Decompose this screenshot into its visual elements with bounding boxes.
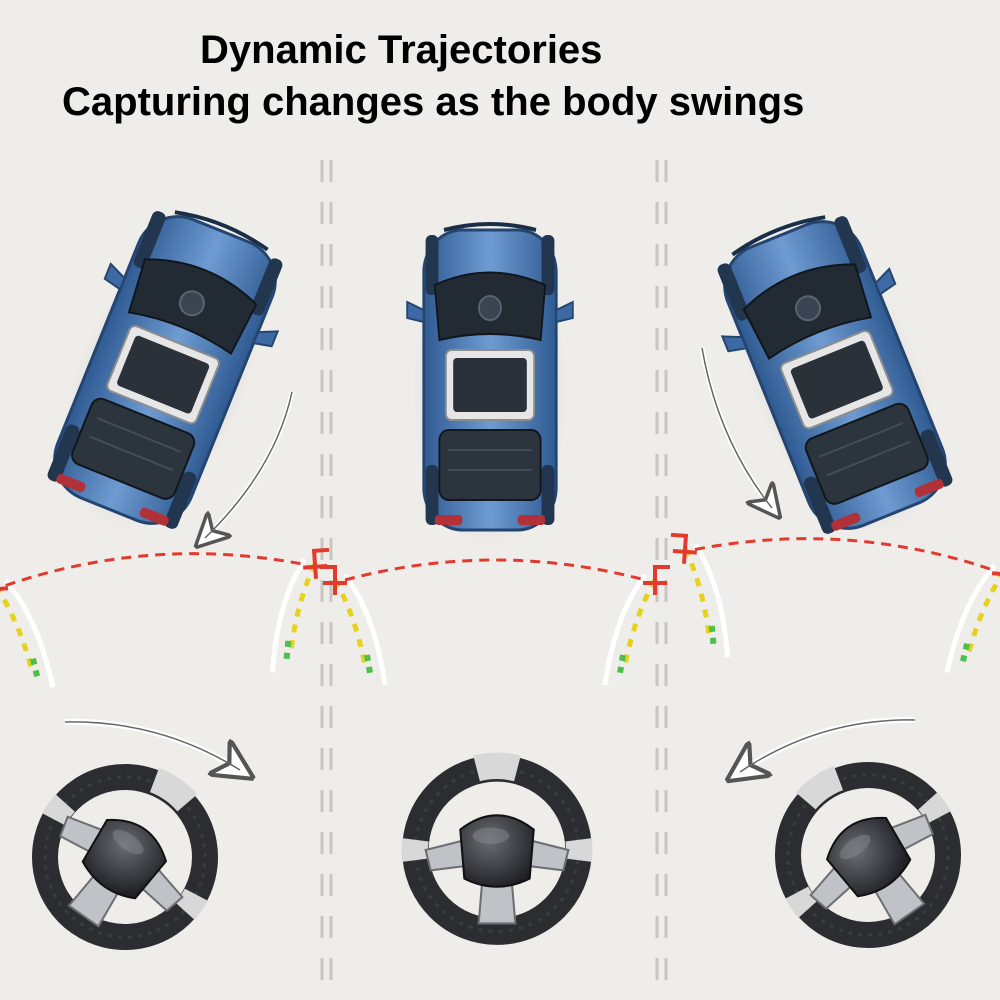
car-top-view-icon — [405, 222, 575, 552]
steering-wheel-icon — [755, 741, 980, 967]
lane-marking-left — [320, 160, 333, 1000]
car-top-view-icon — [691, 194, 985, 569]
lane-marking-right — [655, 160, 668, 1000]
parking-guide-lines — [663, 528, 1000, 677]
page-title: Dynamic Trajectories — [200, 28, 603, 72]
steering-wheel-icon — [13, 743, 238, 969]
parking-guide-lines — [0, 543, 337, 692]
car-top-view-icon — [15, 189, 309, 564]
page-subtitle: Capturing changes as the body swings — [62, 80, 805, 124]
parking-guide-lines — [320, 560, 670, 685]
steering-wheel-icon — [415, 766, 579, 932]
curved-arrow-icon — [740, 716, 916, 772]
curved-arrow-icon — [64, 718, 240, 770]
